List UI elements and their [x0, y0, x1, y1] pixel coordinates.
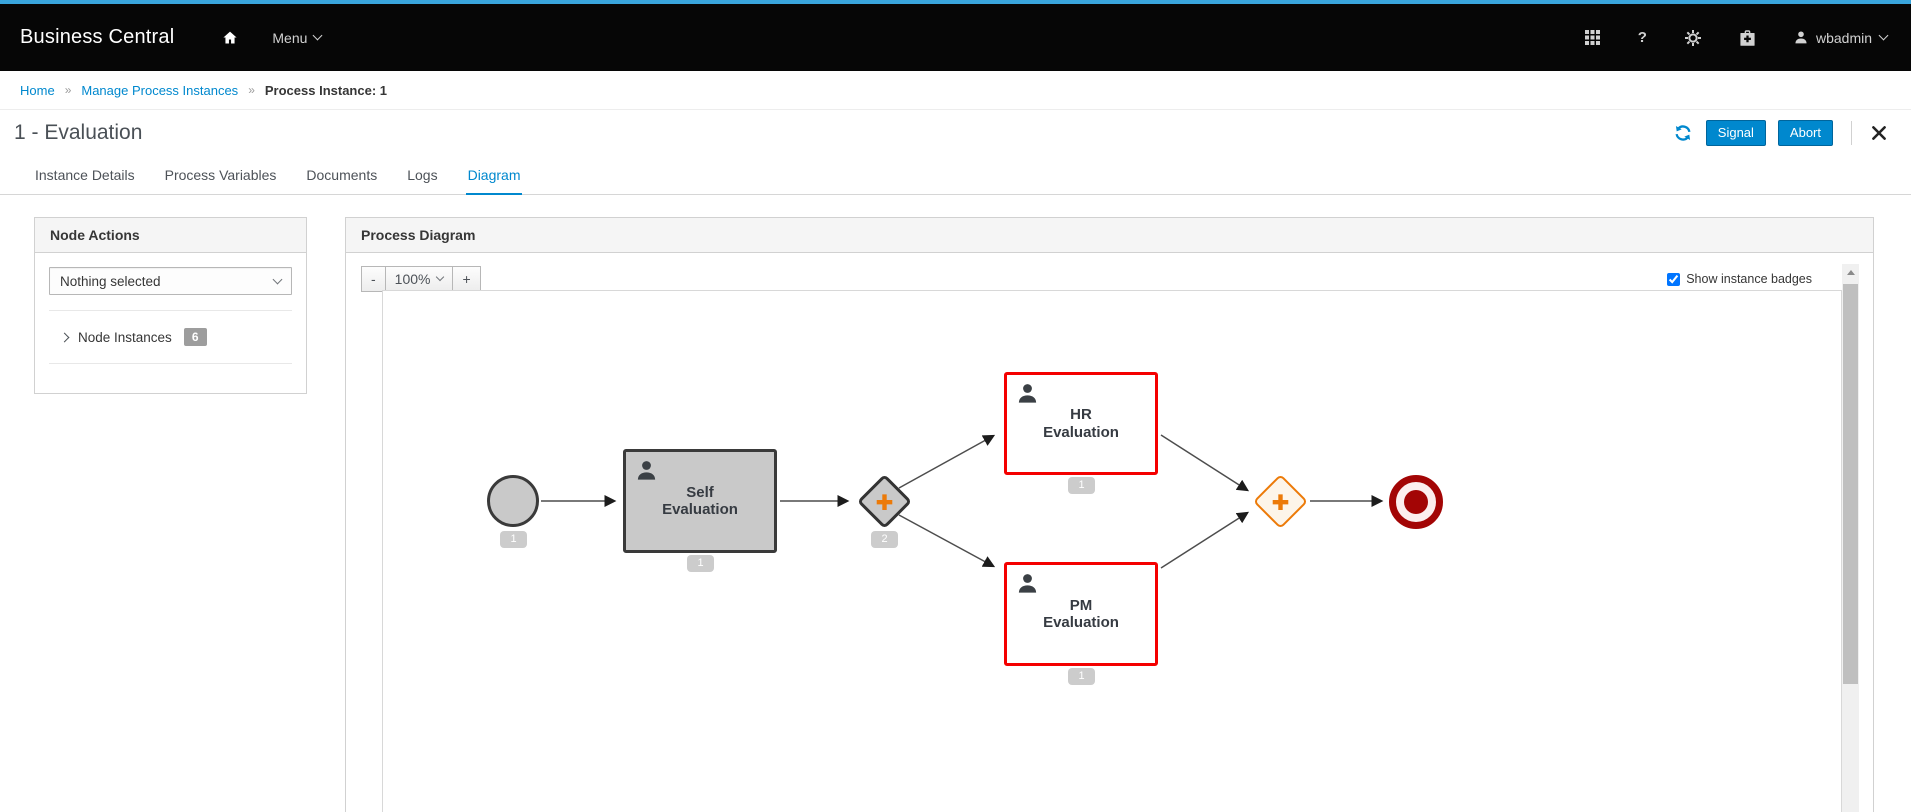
scrollbar-thumb[interactable]: [1843, 284, 1858, 684]
tab-instance-details[interactable]: Instance Details: [35, 167, 135, 183]
chevron-down-icon: [1878, 30, 1889, 41]
user-icon: [1794, 30, 1808, 45]
node-actions-header: Node Actions: [35, 218, 306, 253]
breadcrumb-manage-process-instances-link[interactable]: Manage Process Instances: [81, 82, 239, 98]
parallel-gateway-plus-icon: [874, 491, 896, 513]
process-diagram-panel: Process Diagram - 100% + Show instance b…: [345, 217, 1874, 812]
breadcrumb: Home » Manage Process Instances » Proces…: [0, 71, 1911, 110]
close-button[interactable]: [1870, 124, 1888, 142]
user-task-icon: [1016, 572, 1039, 600]
tab-process-variables[interactable]: Process Variables: [164, 167, 277, 183]
zoom-out-button[interactable]: -: [361, 266, 386, 292]
home-nav-button[interactable]: [222, 30, 238, 45]
tab-bar: Instance Details Process Variables Docum…: [0, 155, 1911, 195]
close-icon: [1872, 125, 1886, 140]
chevron-down-icon: [312, 30, 323, 41]
node-actions-select[interactable]: Nothing selected: [49, 267, 292, 295]
self-evaluation-label: Self Evaluation: [662, 483, 738, 518]
zoom-in-button[interactable]: +: [452, 266, 481, 292]
home-icon: [222, 30, 238, 45]
tab-logs[interactable]: Logs: [407, 167, 438, 183]
show-instance-badges-checkbox[interactable]: [1667, 272, 1681, 286]
sequence-flows: [541, 434, 1384, 569]
hr-evaluation-badge: 1: [1068, 477, 1095, 494]
app-brand: Business Central: [20, 26, 175, 48]
end-event-node[interactable]: [1389, 475, 1443, 529]
divider: [49, 310, 292, 311]
username: wbadmin: [1815, 29, 1872, 46]
node-instances-toggle[interactable]: Node Instances 6: [49, 326, 292, 348]
hr-evaluation-task-node[interactable]: HR Evaluation: [1004, 372, 1158, 475]
chevron-right-icon: [59, 332, 70, 342]
help-icon[interactable]: ?: [1637, 29, 1647, 46]
process-diagram-header: Process Diagram: [346, 218, 1873, 253]
refresh-icon: [1674, 124, 1692, 142]
scrollbar-up-arrow[interactable]: [1842, 264, 1859, 280]
pm-evaluation-task-node[interactable]: PM Evaluation: [1004, 562, 1158, 666]
diagram-canvas[interactable]: 1 Self Evaluation 1: [382, 290, 1842, 812]
start-event-badge: 1: [500, 531, 527, 548]
end-event-dot: [1404, 490, 1428, 514]
show-instance-badges-label: Show instance badges: [1686, 272, 1812, 286]
diverging-parallel-gateway-node[interactable]: [856, 473, 913, 530]
breadcrumb-separator: »: [64, 83, 72, 97]
signal-button[interactable]: Signal: [1705, 119, 1766, 146]
zoom-level-value: 100%: [394, 271, 431, 287]
title-bar: 1 - Evaluation Signal Abort: [0, 110, 1911, 155]
divider: [1851, 120, 1852, 145]
node-actions-panel: Node Actions Nothing selected Node Insta…: [34, 217, 307, 394]
user-task-icon: [635, 459, 658, 487]
node-actions-select-value: Nothing selected: [60, 273, 161, 289]
show-instance-badges-toggle: Show instance badges: [1667, 272, 1812, 286]
diverging-gateway-badge: 2: [871, 531, 898, 548]
page-title: 1 - Evaluation: [14, 120, 143, 144]
breadcrumb-separator: »: [248, 83, 255, 97]
parallel-gateway-plus-icon: [1270, 491, 1292, 513]
hr-evaluation-label: HR Evaluation: [1043, 406, 1119, 441]
divider: [49, 363, 292, 364]
refresh-button[interactable]: [1672, 122, 1694, 144]
toolbox-icon[interactable]: [1739, 29, 1756, 46]
user-menu[interactable]: wbadmin: [1794, 29, 1889, 46]
breadcrumb-current: Process Instance: 1: [264, 82, 387, 98]
node-instances-count-badge: 6: [183, 328, 207, 346]
zoom-level-dropdown[interactable]: 100%: [384, 266, 454, 292]
tab-documents[interactable]: Documents: [306, 167, 378, 183]
node-instances-label: Node Instances: [78, 329, 172, 345]
user-task-icon: [1016, 382, 1039, 410]
pm-evaluation-badge: 1: [1068, 668, 1095, 685]
abort-button[interactable]: Abort: [1777, 119, 1833, 146]
chevron-down-icon: [272, 274, 283, 284]
diagram-scrollbar[interactable]: [1842, 264, 1859, 812]
chevron-down-icon: [436, 272, 445, 282]
main-content: Node Actions Nothing selected Node Insta…: [0, 195, 1911, 812]
masthead: Business Central Menu ?: [0, 0, 1911, 71]
self-evaluation-task-node[interactable]: Self Evaluation: [623, 449, 777, 553]
tab-diagram[interactable]: Diagram: [453, 157, 536, 195]
converging-parallel-gateway-node[interactable]: [1252, 473, 1309, 530]
self-evaluation-badge: 1: [687, 555, 714, 572]
start-event-node[interactable]: [487, 475, 539, 527]
diagram-toolbar: - 100% + Show instance badges: [361, 266, 1842, 292]
menu-dropdown[interactable]: Menu: [272, 29, 323, 46]
menu-label: Menu: [272, 29, 308, 46]
breadcrumb-home-link[interactable]: Home: [20, 82, 55, 98]
app-launcher-icon[interactable]: [1584, 30, 1600, 45]
settings-gear-icon[interactable]: [1684, 29, 1701, 46]
pm-evaluation-label: PM Evaluation: [1043, 596, 1119, 631]
